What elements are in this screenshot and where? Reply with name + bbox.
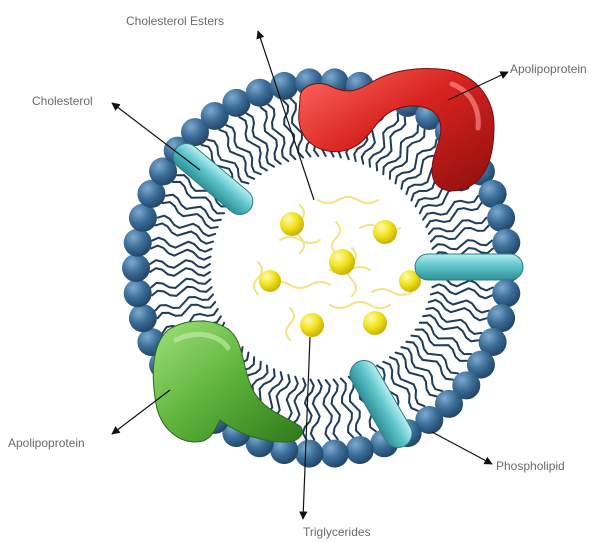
- phospholipid-head-icon: [124, 279, 152, 307]
- lipid-droplet: [300, 313, 324, 337]
- phospholipid-head-icon: [246, 79, 274, 107]
- phospholipid-head-icon: [124, 229, 152, 257]
- label-cholesterol: Cholesterol: [32, 94, 93, 108]
- phospholipid-head-icon: [492, 279, 520, 307]
- phospholipid-head-icon: [479, 180, 507, 208]
- phospholipid-head-icon: [129, 204, 157, 232]
- lipid-droplet: [363, 311, 387, 335]
- phospholipid-head-icon: [295, 440, 323, 468]
- lipid-droplet: [373, 220, 397, 244]
- lipid-droplet: [280, 212, 304, 236]
- label-apolipoprotein-right: Apolipoprotein: [510, 62, 587, 76]
- label-triglycerides: Triglycerides: [303, 525, 371, 539]
- phospholipid-head-icon: [492, 229, 520, 257]
- phospholipid-head-icon: [487, 304, 515, 332]
- label-cholesterol-esters: Cholesterol Esters: [126, 14, 224, 28]
- phospholipid-head-icon: [487, 204, 515, 232]
- leader-line-phospholipid: [432, 432, 492, 464]
- phospholipid-head-icon: [129, 304, 157, 332]
- label-phospholipid: Phospholipid: [496, 459, 565, 473]
- phospholipid-head-icon: [321, 440, 349, 468]
- phospholipid-head-icon: [346, 436, 374, 464]
- lipid-droplet: [259, 270, 281, 292]
- cholesterol-rod-icon: [415, 254, 523, 280]
- phospholipid-head-icon: [270, 72, 298, 100]
- lipid-droplet: [329, 249, 355, 275]
- label-apolipoprotein-left: Apolipoprotein: [8, 436, 85, 450]
- phospholipid-head-icon: [122, 254, 150, 282]
